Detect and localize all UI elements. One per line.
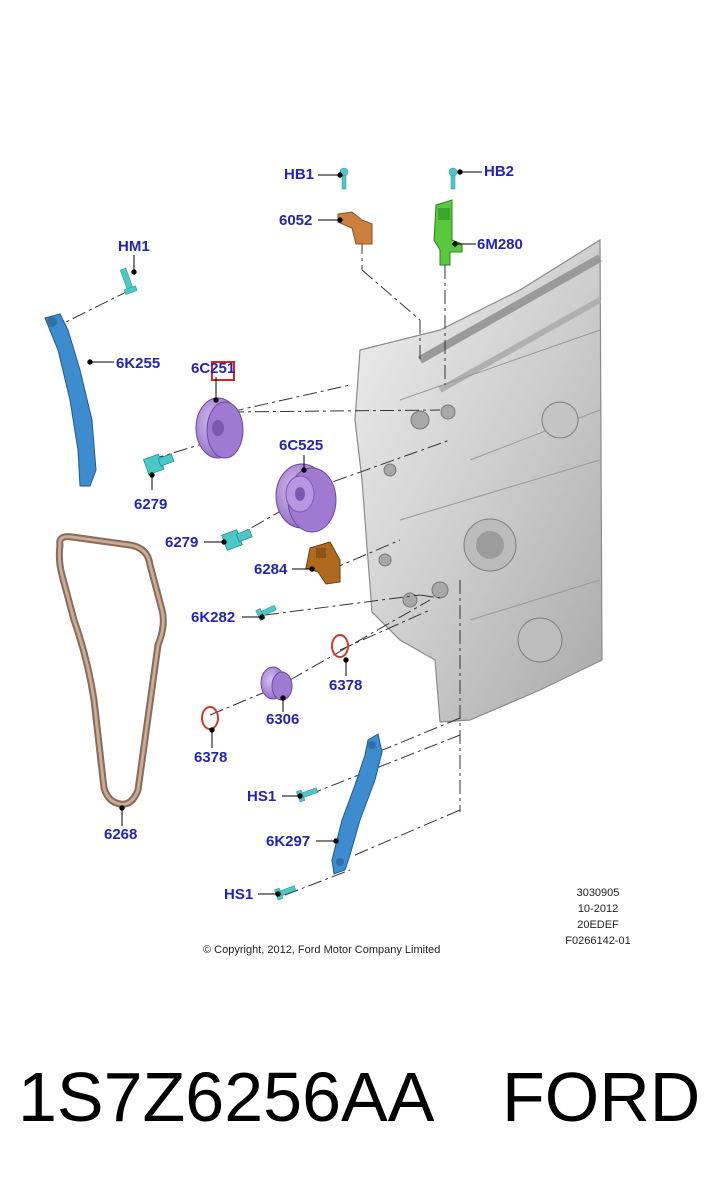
meta-line-4: F0266142-01: [565, 935, 631, 947]
meta-line-3: 20EDEF: [577, 919, 619, 931]
callout-6k255: 6K255: [116, 355, 161, 372]
label-leaders: [87, 169, 482, 897]
bolt-6279-b: [221, 528, 253, 551]
bolt-hb1: [339, 167, 349, 190]
callout-6m280: 6M280: [477, 236, 523, 253]
engine-block: [354, 238, 603, 723]
bolt-hm1: [119, 267, 138, 295]
chain-guide-6k255: [44, 313, 97, 487]
callout-hb1: HB1: [284, 166, 315, 183]
sprocket-6c251: [195, 397, 244, 459]
crank-sprocket-6306: [260, 666, 293, 701]
callout-hs1-b: HS1: [224, 886, 254, 903]
callout-6284: 6284: [254, 561, 288, 578]
callout-hs1-a: HS1: [247, 788, 277, 805]
meta-line-1: 3030905: [576, 887, 620, 899]
bolt-6k282: [255, 604, 277, 621]
callout-6306: 6306: [266, 711, 300, 728]
bolt-hb2: [448, 167, 458, 190]
callout-hb2: HB2: [484, 163, 515, 180]
callout-6279-a: 6279: [134, 496, 168, 513]
callout-hm1: HM1: [118, 238, 150, 255]
callout-6268: 6268: [104, 826, 138, 843]
callout-6279-b: 6279: [165, 534, 199, 551]
callout-6c525: 6C525: [279, 437, 324, 454]
tensioner-6284: [305, 541, 341, 585]
highlight-box: [211, 361, 235, 381]
o-ring-6378-b: [201, 706, 219, 730]
camshaft-sensor: [433, 199, 463, 266]
callout-6k282: 6K282: [191, 609, 236, 626]
callout-6378-a: 6378: [329, 677, 363, 694]
bracket-6052: [337, 211, 373, 245]
meta-line-2: 10-2012: [577, 903, 619, 915]
vct-unit-6c525: [275, 463, 337, 533]
timing-chain-diagram: [44, 167, 603, 901]
copyright-notice: © Copyright, 2012, Ford Motor Company Li…: [203, 944, 441, 956]
timing-chain-6268: [55, 533, 167, 808]
callout-6c251: 6C251: [191, 360, 236, 377]
callout-6k297: 6K297: [266, 833, 311, 850]
chain-guide-6k297: [331, 733, 383, 875]
brand-name: FORD: [502, 1058, 701, 1136]
callout-6378-b: 6378: [194, 749, 228, 766]
callout-6052: 6052: [279, 212, 313, 229]
bolt-6279-a: [142, 453, 175, 476]
part-number: 1S7Z6256AA: [18, 1058, 435, 1136]
o-ring-6378-a: [331, 634, 349, 658]
